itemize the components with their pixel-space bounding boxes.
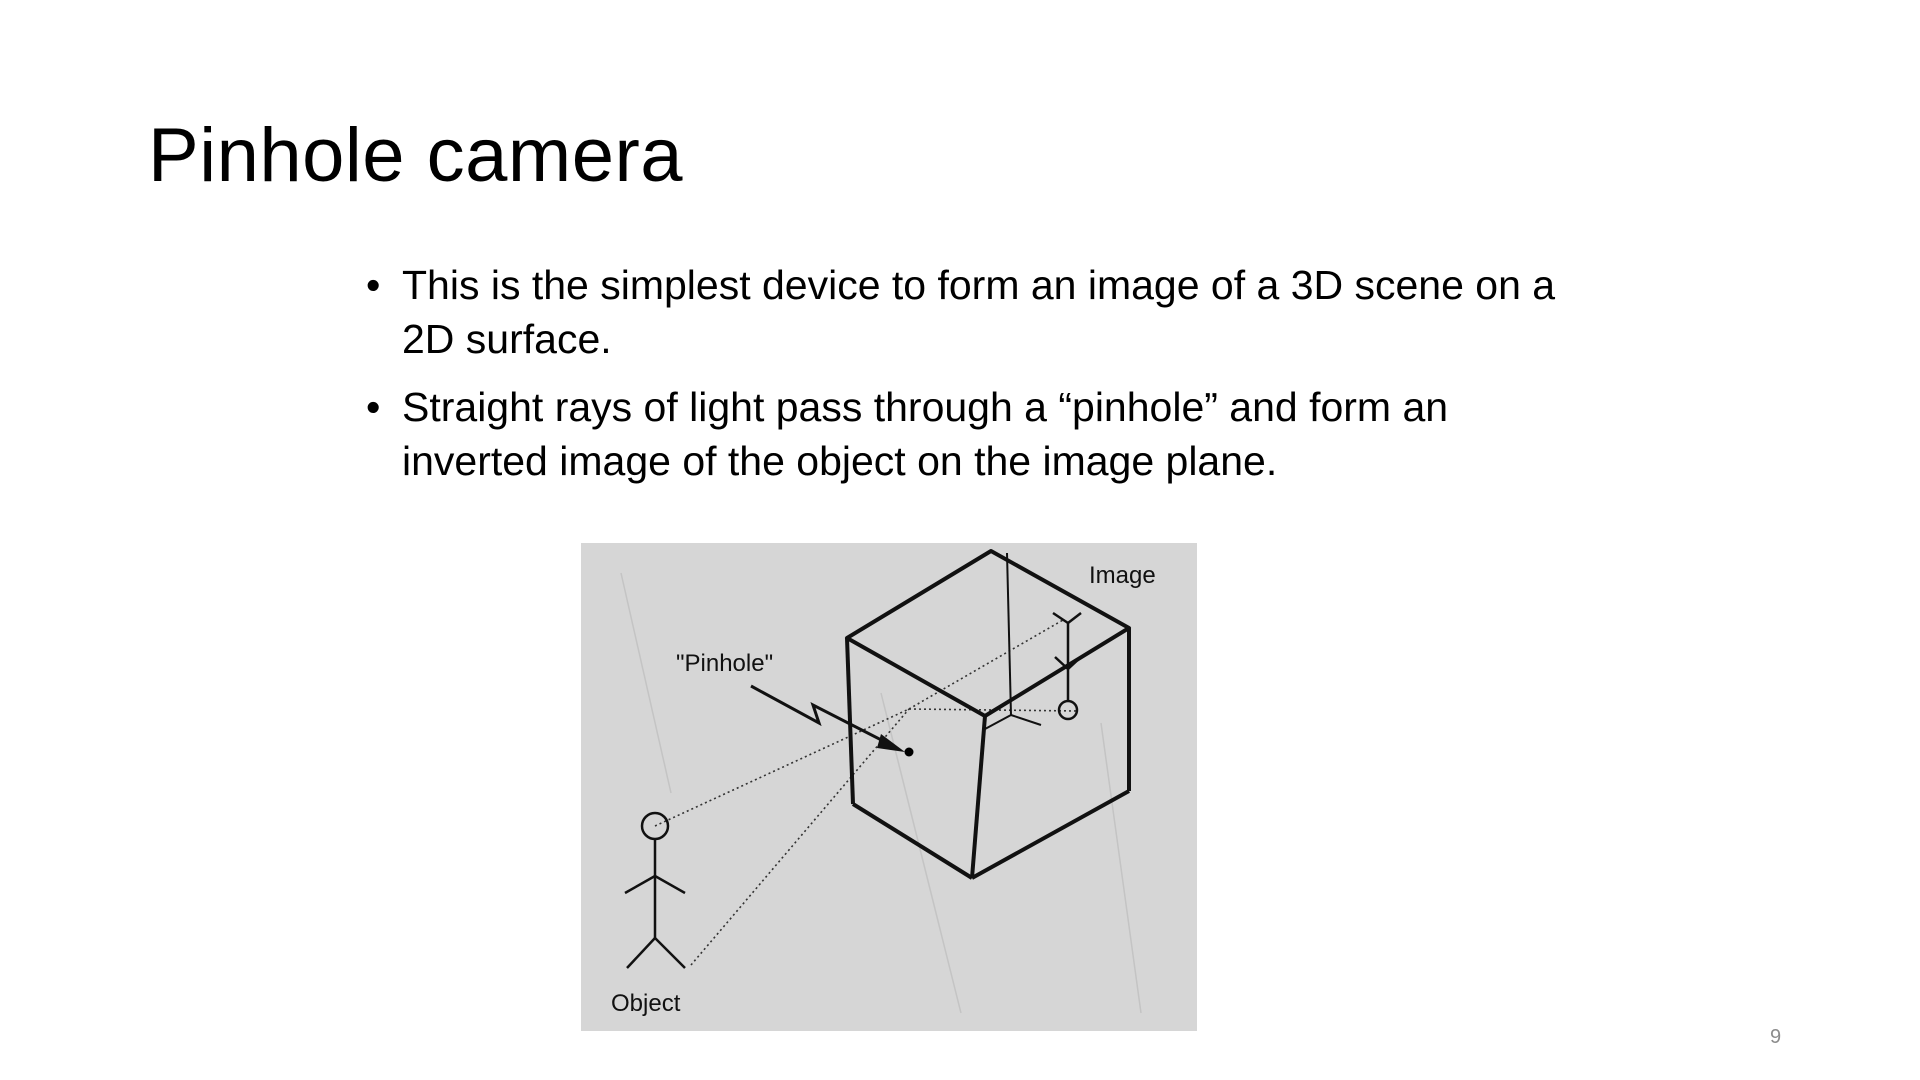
pinhole-camera-diagram: Image "Pinhole" Object <box>581 543 1197 1031</box>
figure-background <box>581 543 1197 1031</box>
inverted-image-figure <box>1052 611 1082 721</box>
pinhole-label: "Pinhole" <box>676 650 773 677</box>
slide-title: Pinhole camera <box>148 113 684 198</box>
camera-box <box>845 549 1131 880</box>
page-number: 9 <box>1770 1026 1782 1048</box>
bullet-item: • This is the simplest device to form an… <box>360 258 1600 366</box>
arrow-head <box>877 734 905 752</box>
pinhole-camera-figure: Image "Pinhole" Object <box>581 543 1197 1031</box>
object-label: Object <box>611 990 681 1017</box>
image-label: Image <box>1089 562 1156 589</box>
bullet-marker: • <box>366 384 381 430</box>
light-rays <box>654 619 1079 966</box>
bullet-text: Straight rays of light pass through a “p… <box>402 384 1449 484</box>
bullet-list: • This is the simplest device to form an… <box>360 258 1600 502</box>
pinhole-dot <box>904 747 914 757</box>
pinhole-arrow <box>750 684 894 748</box>
bullet-item: • Straight rays of light pass through a … <box>360 380 1600 488</box>
bullet-marker: • <box>366 262 381 308</box>
camera-box-hidden-edges <box>984 552 1042 730</box>
bullet-text: This is the simplest device to form an i… <box>402 262 1556 362</box>
object-figure <box>624 811 686 969</box>
